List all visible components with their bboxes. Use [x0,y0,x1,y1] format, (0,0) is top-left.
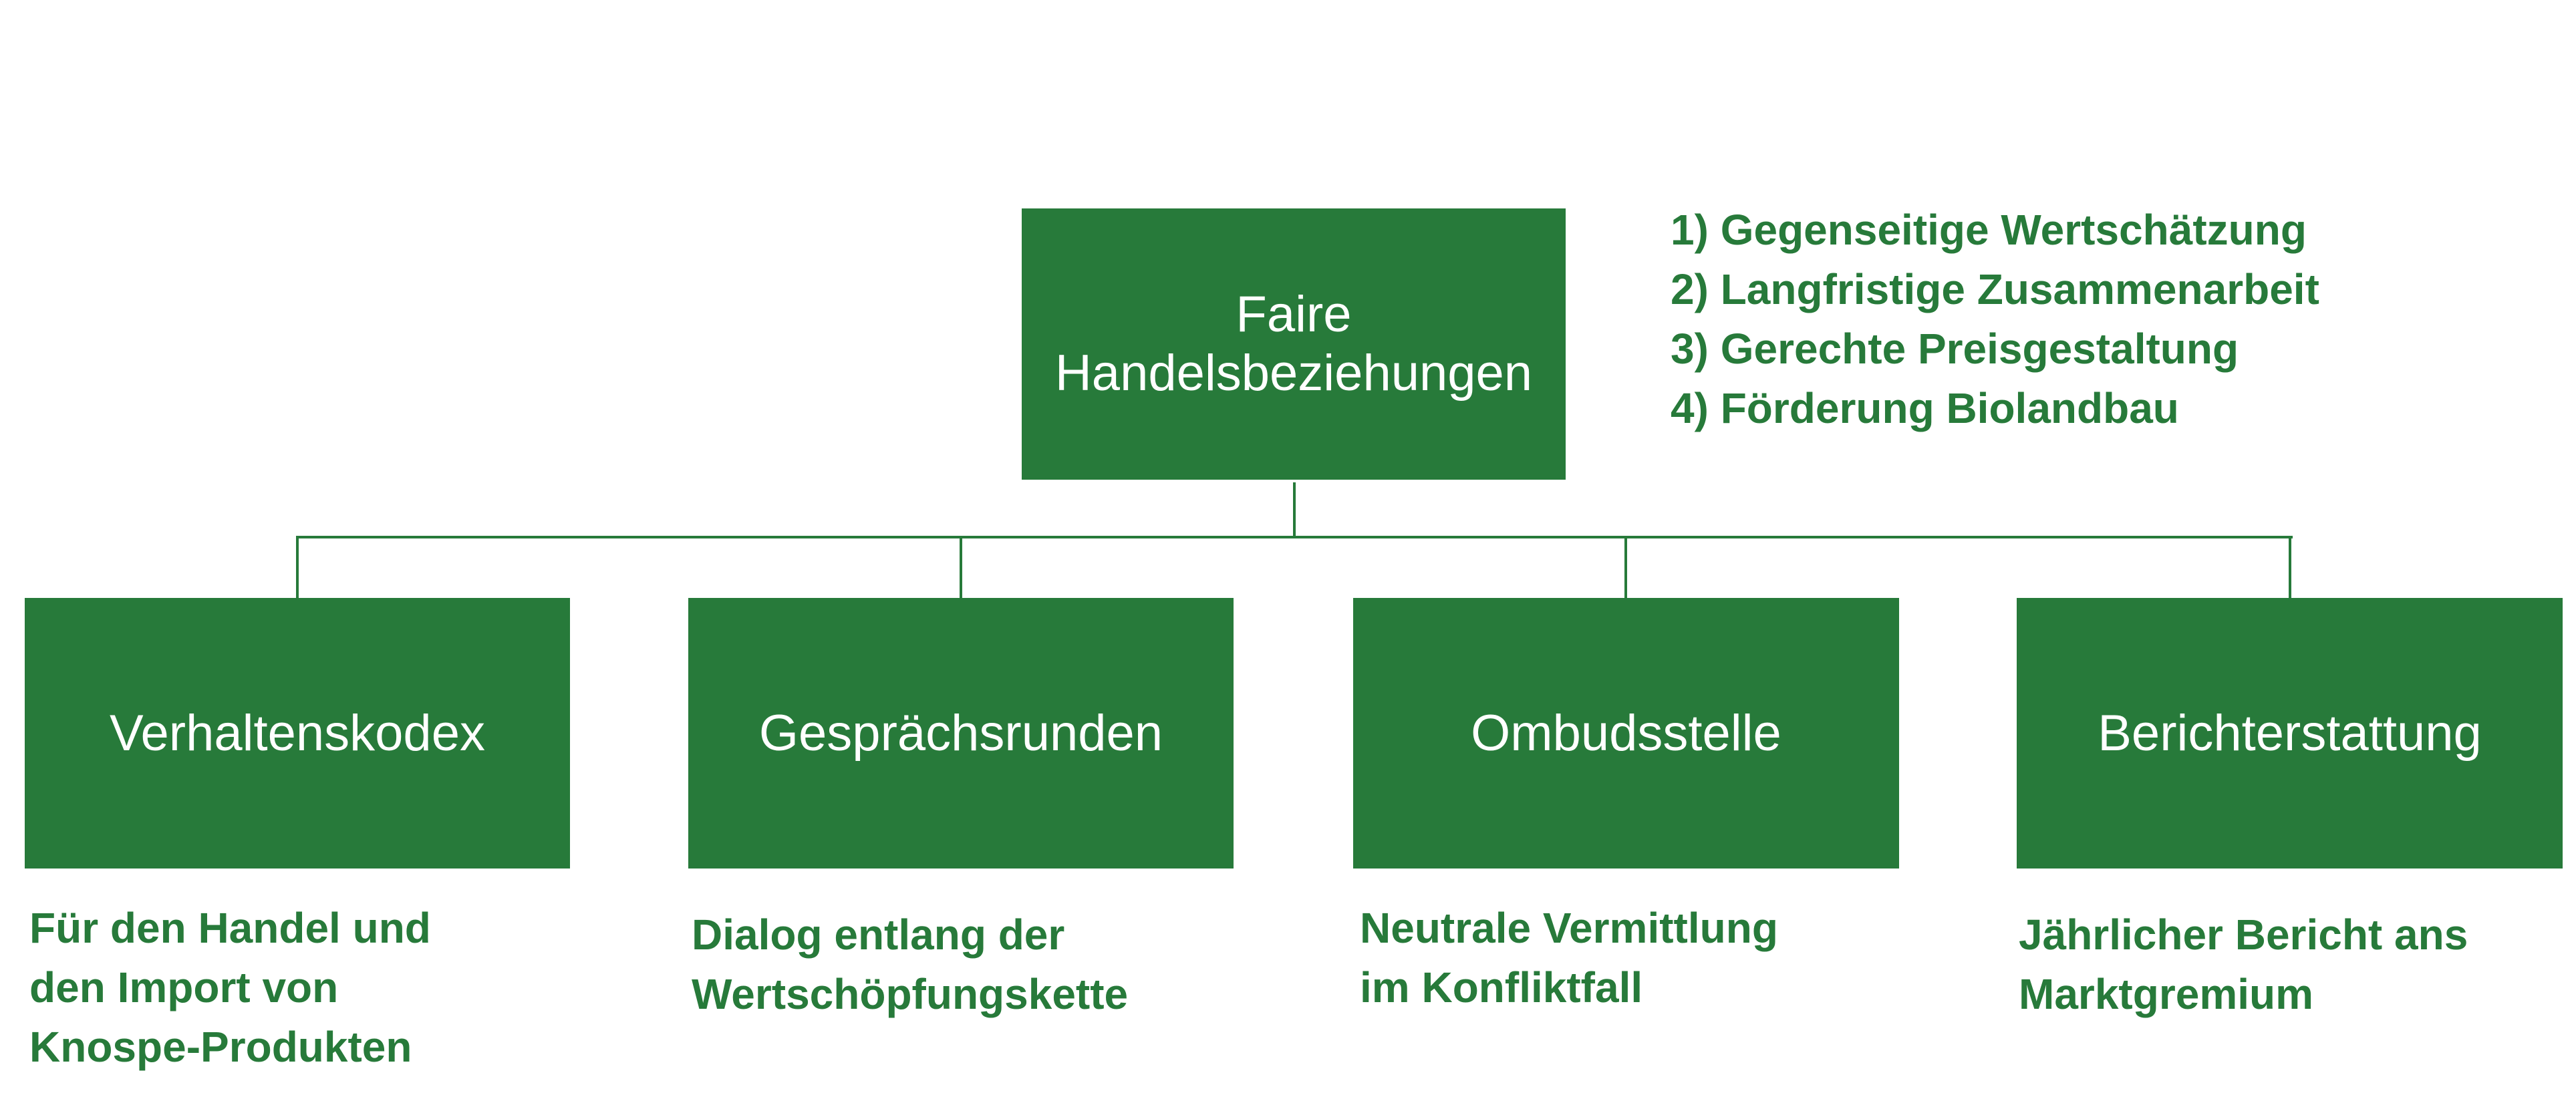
node-label: Ombudsstelle [1471,704,1781,762]
connector-horizontal [296,536,2293,538]
connector-child-1 [296,536,299,598]
desc-line: Wertschöpfungskette [692,970,1129,1018]
node-label: Gesprächsrunden [758,704,1163,762]
node-gespraechsrunden: Gesprächsrunden [688,598,1234,869]
desc-ombudsstelle: Neutrale Vermittlung im Konfliktfall [1360,899,1778,1017]
node-label: Verhaltenskodex [110,704,485,762]
desc-gespraechsrunden: Dialog entlang der Wertschöpfungskette [692,905,1128,1024]
principle-item: 2) Langfristige Zusammenarbeit [1671,265,2319,313]
principles-list: 1) Gegenseitige Wertschätzung 2) Langfri… [1671,200,2319,438]
desc-line: Jährlicher Bericht ans [2019,911,2468,959]
desc-line: im Konfliktfall [1360,963,1643,1011]
root-node: Faire Handelsbeziehungen [1022,208,1566,480]
desc-line: Knospe-Produkten [29,1023,412,1071]
principle-item: 4) Förderung Biolandbau [1671,384,2179,432]
connector-child-2 [960,536,962,598]
connector-child-3 [1624,536,1627,598]
root-label-line1: Faire [1236,286,1352,343]
node-verhaltenskodex: Verhaltenskodex [25,598,570,869]
node-ombudsstelle: Ombudsstelle [1353,598,1899,869]
desc-line: Neutrale Vermittlung [1360,904,1778,952]
desc-line: den Import von [29,963,339,1011]
desc-line: Marktgremium [2019,970,2313,1018]
desc-berichterstattung: Jährlicher Bericht ans Marktgremium [2019,905,2468,1024]
connector-root-vertical [1293,482,1296,538]
node-label: Berichterstattung [2098,704,2482,762]
node-berichterstattung: Berichterstattung [2017,598,2563,869]
desc-line: Für den Handel und [29,904,431,952]
principle-item: 1) Gegenseitige Wertschätzung [1671,206,2307,254]
root-label-line2: Handelsbeziehungen [1054,345,1533,402]
desc-line: Dialog entlang der [692,911,1065,959]
desc-verhaltenskodex: Für den Handel und den Import von Knospe… [29,899,431,1077]
principle-item: 3) Gerechte Preisgestaltung [1671,325,2239,373]
connector-child-4 [2289,536,2291,598]
